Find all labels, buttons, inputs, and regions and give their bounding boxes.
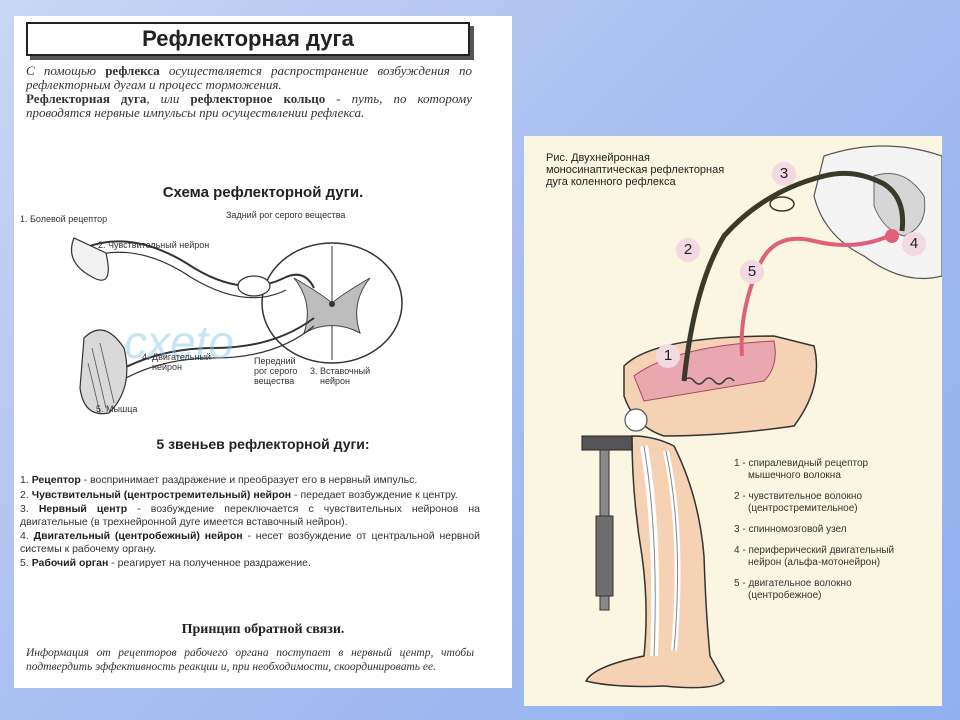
list-item: 1. Рецептор - воспринимает раздражение и… <box>20 474 418 486</box>
badge-4: 4 <box>902 232 926 256</box>
scheme-title: Схема рефлекторной дуги. <box>162 184 364 201</box>
links-list: 1. Рецептор - воспринимает раздражение и… <box>20 474 480 572</box>
left-document-page: Рефлекторная дуга С помощью рефлекса осу… <box>14 16 512 688</box>
receptor-shape <box>70 237 109 281</box>
figure-caption: Рис. Двухнейронная моносинаптическая реф… <box>546 152 725 188</box>
reflex-arc-diagram: cxeto <box>70 237 403 415</box>
label-sensory-neuron: 2. Чувствительный нейрон <box>98 240 210 250</box>
label-receptor: 1. Болевой рецептор <box>20 214 108 224</box>
legend-item: 5 - двигательное волокно(центробежное) <box>734 578 852 601</box>
label-posterior-horn: Задний рог серого вещества <box>226 210 346 220</box>
links-title: 5 звеньев рефлекторной дуги: <box>156 436 370 452</box>
legend-item: 2 - чувствительное волокно(центростремит… <box>734 491 863 514</box>
intro-text: С помощью рефлекса осуществляется распро… <box>26 63 472 120</box>
list-item: 3. Нервный центр - возбуждение переключа… <box>20 503 480 528</box>
right-figure-page: Рис. Двухнейронная моносинаптическая реф… <box>524 136 942 706</box>
sensory-neuron-path <box>83 240 315 299</box>
muscle-shape <box>79 329 128 415</box>
badge-2: 2 <box>676 238 700 262</box>
motor-fiber <box>739 234 890 357</box>
page-title: Рефлекторная дуга <box>26 22 470 56</box>
quadriceps-muscle <box>633 340 776 402</box>
label-muscle: 5. Мышца <box>96 404 138 414</box>
legend-item: 3 - спинномозговой узел <box>734 524 847 535</box>
watermark-logo: cxeto <box>124 316 234 368</box>
feedback-title: Принцип обратной связи. <box>181 622 345 637</box>
list-item: 2. Чувствительный (центростремительный) … <box>20 488 458 501</box>
reflex-hammer <box>581 435 633 611</box>
list-item: 5. Рабочий орган - реагирует на полученн… <box>20 557 311 569</box>
badge-5: 5 <box>740 260 764 284</box>
list-item: 4. Двигательный (центробежный) нейрон - … <box>20 530 480 555</box>
knee-reflex-illustration <box>581 145 942 689</box>
spinal-cord-segment <box>813 145 942 279</box>
sensory-fiber <box>681 170 906 382</box>
feedback-text: Информация от рецепторов рабочего органа… <box>26 647 474 673</box>
kneecap-shape <box>624 408 648 432</box>
motor-neuron-path <box>123 317 315 379</box>
spiral-receptor <box>683 377 735 385</box>
badge-1: 1 <box>656 344 680 368</box>
badge-3: 3 <box>772 162 796 186</box>
alpha-motoneuron <box>885 229 899 243</box>
